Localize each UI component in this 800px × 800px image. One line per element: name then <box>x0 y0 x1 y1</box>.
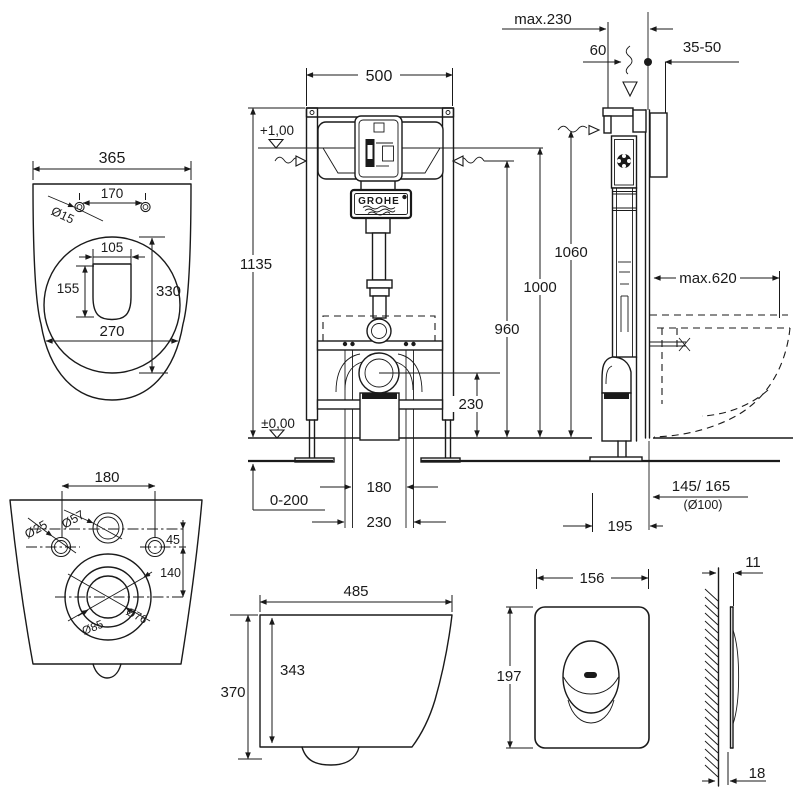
wall-ref-dot <box>644 58 652 66</box>
dim-wall-finish: 35-50 <box>683 39 721 56</box>
profile-body <box>259 614 453 748</box>
dim-outlet-height: 230 <box>458 396 483 413</box>
inspection-window <box>354 115 403 182</box>
dim-max-depth: max.230 <box>514 11 572 28</box>
seat-outline <box>32 183 192 401</box>
wall-hatching <box>704 588 719 778</box>
plate-button <box>562 640 620 714</box>
dim-outlet-offset: 145/ 165 <box>672 478 730 495</box>
dim-height-960: 960 <box>494 321 519 338</box>
level-marker-floor <box>268 429 286 439</box>
dim-hole-spacing: 170 <box>101 186 124 201</box>
dim-profile-total-height: 370 <box>220 684 245 701</box>
toilet-top-view: 365 170 Ø15 105 155 330 270 <box>32 150 192 401</box>
seat-ring <box>43 236 181 374</box>
dim-floor-level: ±0,00 <box>261 416 295 431</box>
button-dome-profile <box>732 629 740 725</box>
dim-plate-top-projection: 11 <box>745 554 761 571</box>
level-marker-top <box>267 138 285 149</box>
dim-bowl-width: 270 <box>99 323 124 340</box>
dim-outlet-pipe-dia: (Ø100) <box>684 498 723 512</box>
toilet-rear-view: Ø57 Ø25 Ø85 Ø76 180 45 140 <box>9 469 203 679</box>
dim-foot-adjustment: 0-200 <box>270 492 308 509</box>
dim-opening-depth: 155 <box>57 281 80 296</box>
dim-frame-height: 1135 <box>240 256 272 273</box>
dim-outlet-drop: 140 <box>160 566 181 580</box>
plate-recess-box <box>649 112 668 178</box>
side-outlet-pipe <box>601 392 632 442</box>
dim-plate-bottom-projection: 18 <box>749 765 766 782</box>
frame-rail-left <box>305 107 319 421</box>
dim-height-1000: 1000 <box>523 279 556 296</box>
supply-arrow-side <box>557 125 588 133</box>
dashed-housing <box>322 315 436 341</box>
dim-bowl-reach: max.620 <box>679 270 737 287</box>
dim-profile-depth: 485 <box>343 583 368 600</box>
dim-lower-spacing: 230 <box>366 514 391 531</box>
frame-side-view: max.230 60 35-50 max.620 145/ 165 (Ø100)… <box>502 11 791 535</box>
flush-inlet-hole <box>92 512 124 544</box>
button-slot <box>584 672 597 678</box>
dim-supply-offset: 60 <box>590 42 607 59</box>
side-foot-plate <box>589 456 643 462</box>
supply-arrow-top <box>625 45 633 75</box>
dim-bolt-hole-dia: Ø25 <box>22 518 50 542</box>
rear-trap-bump <box>92 663 122 679</box>
dim-plate-height: 197 <box>496 668 521 685</box>
rear-body <box>9 499 203 665</box>
dim-flush-inlet-dia: Ø57 <box>59 508 87 532</box>
dim-frame-width: 500 <box>366 68 393 85</box>
dim-plate-width: 156 <box>579 570 604 587</box>
outlet-pipe <box>359 392 400 441</box>
dim-overall-width: 365 <box>99 150 126 167</box>
frame-rail-right <box>441 107 455 421</box>
dim-outlet-outer-dia: Ø85 <box>81 619 106 638</box>
brand-logo-text: GROHE <box>358 196 400 207</box>
brand-plate <box>349 188 413 220</box>
flush-pipe <box>371 232 387 281</box>
dim-hole-diameter: Ø15 <box>49 204 76 227</box>
mount-hole-right <box>140 201 151 213</box>
flush-plate-front-view: 156 197 <box>493 569 650 749</box>
dim-wall-distance: 195 <box>607 518 632 535</box>
profile-trap-bump <box>301 746 360 766</box>
dim-rear-bolt-spacing: 180 <box>94 469 119 486</box>
flush-plate-side-view: 11 18 <box>702 554 766 787</box>
fixing-bolt-icon <box>617 154 631 168</box>
dim-height-1060: 1060 <box>554 244 587 261</box>
bowl-opening <box>92 263 132 321</box>
dim-outlet-inner-dia: Ø76 <box>124 606 149 627</box>
logo-waves-icon <box>362 205 396 216</box>
dim-upper-level: +1,00 <box>260 123 294 138</box>
mount-hole-left <box>74 201 85 213</box>
dim-bolt-spacing: 180 <box>366 479 391 496</box>
dim-opening-width: 105 <box>101 240 124 255</box>
toilet-profile-view: 485 343 370 <box>220 583 453 766</box>
inlet-bend <box>366 318 392 344</box>
dim-seat-depth: 330 <box>156 283 181 300</box>
frame-front-view: +1,00 GROHE ±0,00 500 1135 0-200 <box>234 66 793 531</box>
registered-mark-icon <box>402 194 407 200</box>
dim-profile-body-height: 343 <box>280 662 305 679</box>
dim-inlet-drop: 45 <box>166 533 180 547</box>
install-height-dims: 960 1000 1060 <box>484 130 593 438</box>
